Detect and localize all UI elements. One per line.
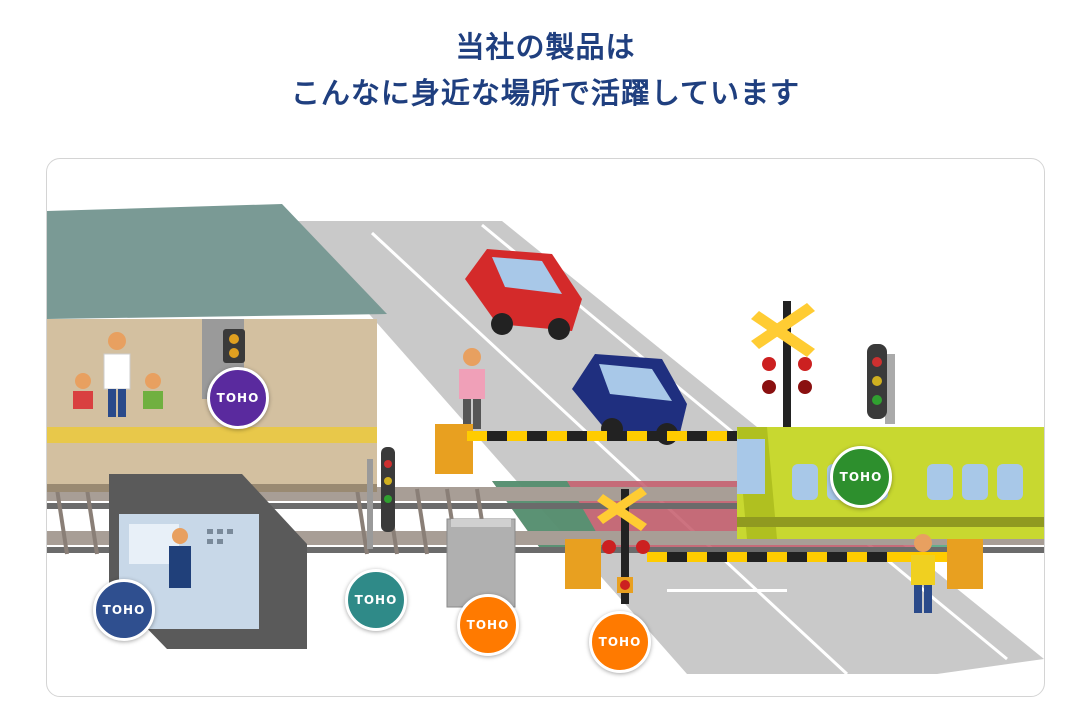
toho-badge-crossing-signal[interactable]: TOHO [589,611,651,673]
toho-badge-signal-box[interactable]: TOHO [93,579,155,641]
control-cabinet [446,518,516,608]
toho-badge-label: TOHO [598,635,642,649]
toho-badge-track-signal[interactable]: TOHO [345,569,407,631]
toho-badge-label: TOHO [466,618,510,632]
toho-badge-label: TOHO [839,470,883,484]
red-car [465,249,582,340]
page-heading: 当社の製品は こんなに身近な場所で活躍しています [0,24,1091,116]
platform-roof [47,204,387,319]
heading-line-1: 当社の製品は [455,30,636,64]
toho-badge-label: TOHO [216,391,260,405]
railway-crossing-illustration [47,204,1044,676]
toho-badge-control-cabinet[interactable]: TOHO [457,594,519,656]
toho-badge-train[interactable]: TOHO [830,446,892,508]
toho-badge-label: TOHO [354,593,398,607]
illustration-card: TOHO TOHO TOHO TOHO TOHO TOHO [46,158,1045,697]
toho-badge-platform-signal[interactable]: TOHO [207,367,269,429]
toho-badge-label: TOHO [102,603,146,617]
heading-line-2: こんなに身近な場所で活躍しています [290,76,801,110]
